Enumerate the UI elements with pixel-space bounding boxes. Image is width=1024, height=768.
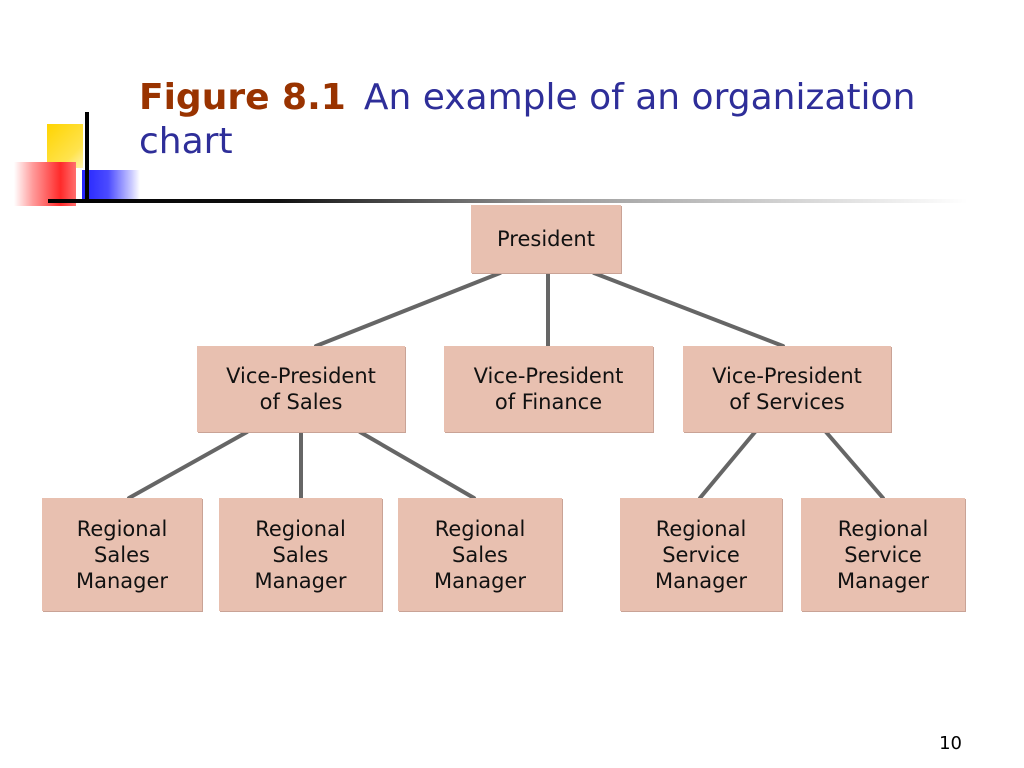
page-number: 10: [939, 733, 962, 754]
org-node-regional-sales-manager-3: Regional Sales Manager: [398, 498, 562, 611]
connector-president-vp-services: [592, 271, 785, 348]
org-node-regional-service-manager-1: Regional Service Manager: [620, 498, 782, 611]
connector-vp-services-manager-5: [824, 430, 885, 500]
decorative-vertical-line: [85, 112, 89, 202]
org-node-president: President: [471, 205, 621, 273]
org-node-vp-services: Vice-President of Services: [683, 346, 891, 432]
figure-label: Figure 8.1: [139, 77, 346, 118]
connector-vp-services-manager-4: [698, 430, 757, 500]
org-node-regional-sales-manager-2: Regional Sales Manager: [219, 498, 382, 611]
connector-president-vp-sales: [314, 271, 502, 348]
org-node-regional-sales-manager-1: Regional Sales Manager: [42, 498, 202, 611]
decorative-red-square: [14, 162, 76, 206]
figure-caption: An example of an organization chart: [139, 77, 916, 162]
title-divider-rule: [48, 199, 968, 203]
decorative-yellow-square: [47, 124, 83, 168]
decorative-blue-square: [82, 170, 140, 200]
connector-vp-sales-manager-3: [358, 430, 476, 500]
org-node-regional-service-manager-2: Regional Service Manager: [801, 498, 965, 611]
connector-vp-sales-manager-1: [127, 430, 249, 500]
org-node-vp-sales: Vice-President of Sales: [197, 346, 405, 432]
org-node-vp-finance: Vice-President of Finance: [444, 346, 653, 432]
